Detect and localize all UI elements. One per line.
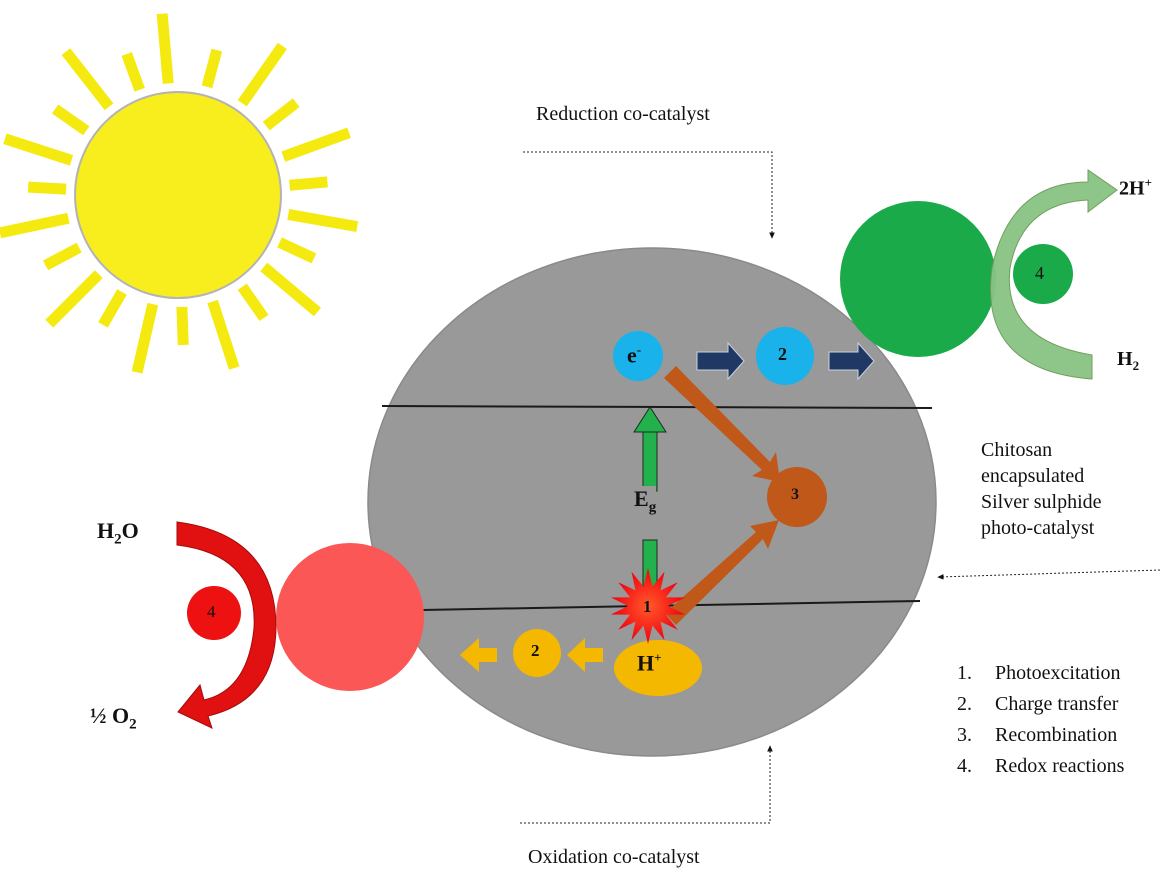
legend-text: Photoexcitation — [995, 662, 1121, 684]
h2-evolution-arrow — [990, 169, 1118, 380]
recombination-marker-label: 3 — [791, 486, 799, 503]
h2-label: H2 — [1117, 348, 1140, 373]
sun-ray — [42, 242, 82, 271]
legend-number: 3. — [957, 724, 972, 746]
legend-number: 1. — [957, 662, 972, 684]
reduction-step-4-marker — [1013, 244, 1073, 304]
two-h-plus-label: 2H+ — [1119, 175, 1152, 200]
sun-ray — [27, 181, 67, 195]
photocatalyst-description: Chitosan encapsulated Silver sulphide ph… — [981, 437, 1102, 541]
hole-transfer-marker-label: 2 — [531, 641, 540, 660]
oxidation-cocatalyst-label: Oxidation co-catalyst — [528, 846, 700, 868]
photoexcitation-marker-label: 1 — [643, 597, 652, 616]
sun-ray — [237, 42, 287, 107]
description-line-4: photo-catalyst — [981, 517, 1095, 539]
reduction-cocatalyst-label: Reduction co-catalyst — [536, 103, 710, 125]
half-o2-label: ½ O2 — [90, 703, 137, 733]
electron-transfer-marker — [756, 327, 814, 385]
recombination-arrow-from-hole — [665, 520, 779, 625]
valence-band-line — [421, 600, 921, 611]
oxidation-redox-marker-label: 4 — [207, 602, 216, 621]
sun-ray — [289, 176, 328, 191]
sun-ray — [45, 270, 103, 328]
electron-transfer-arrow-1 — [696, 341, 745, 381]
reduction-leader-line — [523, 151, 775, 239]
oxidation-cocatalyst — [276, 543, 424, 691]
recombination-arrow-from-electron — [664, 366, 780, 482]
sun-ray — [277, 237, 317, 264]
band-gap-label: Eg — [634, 486, 657, 517]
legend-item: 4. Redox reactions — [957, 751, 1124, 782]
conduction-band-line — [381, 405, 933, 409]
legend-item: 1. Photoexcitation — [957, 658, 1124, 689]
reduction-cocatalyst — [840, 201, 996, 357]
hole-transfer-arrow-1 — [567, 638, 603, 672]
sun-ray — [51, 104, 90, 136]
oxidation-step-4-marker — [187, 586, 241, 640]
sun-ray — [207, 299, 240, 370]
oxidation-leader-line — [520, 745, 773, 824]
recombination-marker — [767, 467, 827, 527]
description-line-3: Silver sulphide — [981, 491, 1102, 513]
sun-ray — [3, 133, 74, 166]
description-line-2: encapsulated — [981, 465, 1085, 487]
sun-ray — [287, 209, 359, 233]
legend-text: Charge transfer — [995, 693, 1119, 715]
photoexcitation-star-icon — [611, 568, 685, 644]
sun-ray — [260, 262, 321, 317]
o2-evolution-arrow — [176, 521, 277, 729]
hole-label: H+ — [637, 650, 662, 676]
sun-ray — [0, 212, 70, 239]
sun-disc — [74, 91, 282, 299]
sun-ray — [237, 283, 269, 322]
electron-carrier — [613, 331, 663, 381]
legend-item: 3. Recombination — [957, 720, 1124, 751]
legend-text: Redox reactions — [995, 755, 1125, 777]
photocatalyst-leader-line — [937, 569, 1160, 580]
sun-rays — [0, 13, 359, 374]
sun-ray — [61, 48, 114, 111]
legend-number: 4. — [957, 755, 972, 777]
sun-ray — [281, 127, 351, 162]
sun-ray — [156, 13, 174, 84]
sun-ray — [98, 289, 127, 328]
description-line-1: Chitosan — [981, 439, 1053, 461]
hole-carrier — [614, 640, 702, 696]
sun-icon — [0, 13, 359, 374]
electron-transfer-marker-label: 2 — [778, 344, 787, 364]
sun-ray — [121, 52, 145, 92]
sun-ray — [201, 48, 223, 89]
sun-ray — [131, 302, 159, 374]
legend-number: 2. — [957, 693, 972, 715]
legend-item: 2. Charge transfer — [957, 689, 1124, 720]
hole-transfer-arrow-2 — [460, 638, 497, 672]
electron-transfer-arrow-2 — [828, 341, 875, 381]
legend: 1. Photoexcitation 2. Charge transfer 3. Re… — [957, 658, 1124, 782]
hole-transfer-marker — [513, 629, 561, 677]
sun-ray — [262, 98, 300, 131]
legend-text: Recombination — [995, 724, 1118, 746]
reduction-redox-marker-label: 4 — [1035, 263, 1044, 283]
sun-ray — [176, 306, 189, 346]
h2o-label: H2O — [97, 518, 139, 548]
electron-label: e- — [627, 342, 642, 368]
